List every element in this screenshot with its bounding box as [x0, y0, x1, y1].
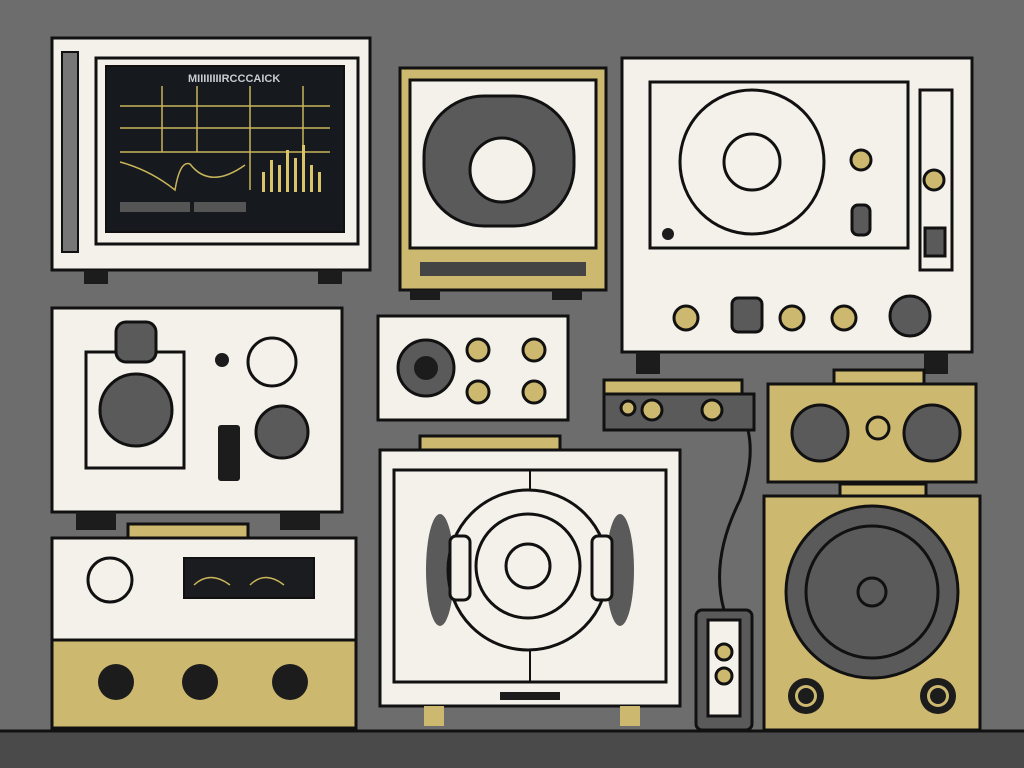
oscilloscope-monitor: MIIIIIIIIRCCCAICK [50, 36, 372, 284]
floor [0, 730, 1024, 768]
receiver [50, 522, 358, 730]
remote-control [694, 429, 754, 732]
floor-speaker [762, 368, 982, 732]
turntable-unit [620, 56, 974, 374]
headphone-display-cabinet [378, 434, 682, 726]
small-amplifier [376, 314, 570, 422]
screen-title: MIIIIIIIIRCCCAICK [188, 73, 280, 85]
preamp [602, 378, 756, 432]
headphone-amp [50, 306, 344, 530]
speaker-cabinet-top [398, 66, 608, 300]
